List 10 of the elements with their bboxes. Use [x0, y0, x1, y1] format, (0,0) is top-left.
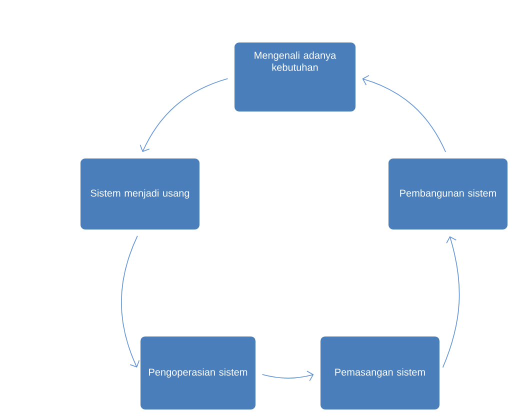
process-box: Pembangunan sistem: [388, 158, 508, 230]
arrow: [121, 236, 140, 368]
process-box: Mengenali adanya kebutuhan: [234, 42, 356, 112]
arrow: [140, 78, 228, 152]
arrow: [362, 75, 446, 152]
process-box: Sistem menjadi usang: [80, 158, 200, 230]
process-box: Pemasangan sistem: [320, 336, 440, 410]
arrow: [442, 236, 460, 368]
arrow: [262, 370, 314, 382]
process-box: Pengoperasian sistem: [140, 336, 256, 410]
